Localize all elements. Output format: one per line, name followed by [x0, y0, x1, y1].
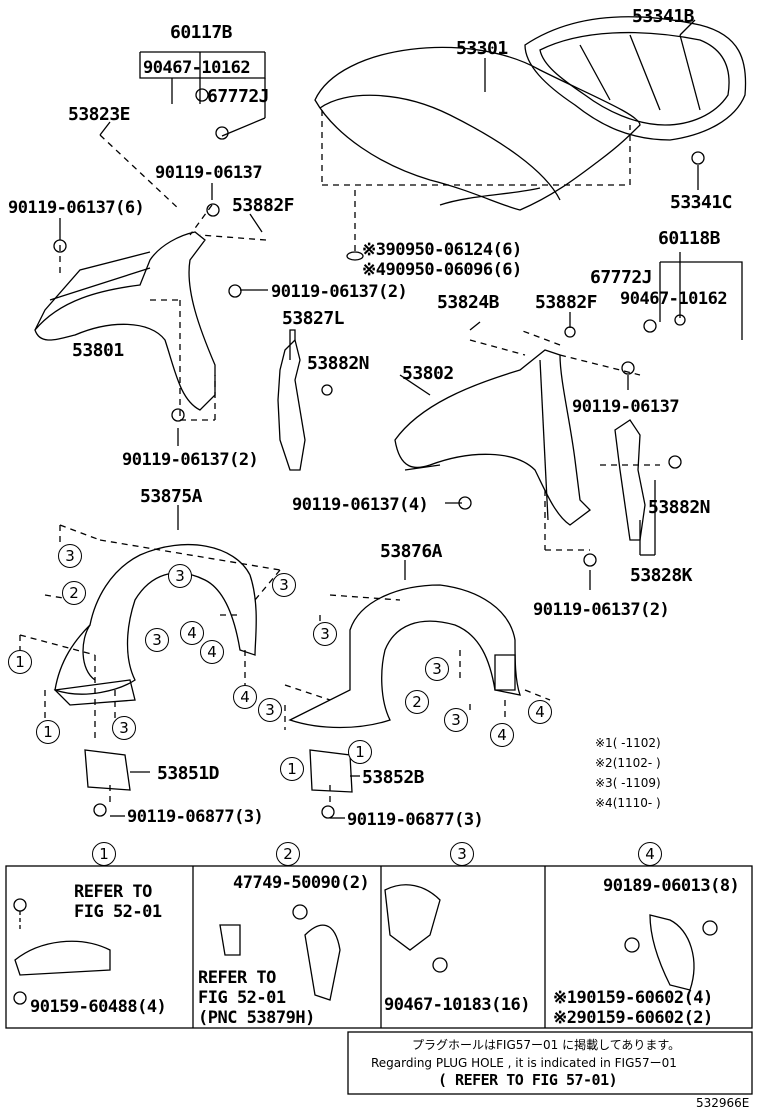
box3-part: 90467-10183(16) — [384, 995, 531, 1015]
part-53882F-right: 53882F — [535, 292, 598, 313]
part-60117B: 60117B — [170, 22, 233, 43]
part-53828K: 53828K — [630, 565, 693, 586]
part-53802: 53802 — [402, 363, 454, 384]
ref-circle-4: 4 — [200, 640, 224, 664]
part-53823E: 53823E — [68, 104, 131, 125]
detail-header-1: 1 — [92, 842, 116, 866]
ref-circle-3: 3 — [258, 698, 282, 722]
part-90119-06137-right: 90119-06137 — [572, 397, 680, 417]
part-53876A: 53876A — [380, 541, 443, 562]
detail-header-3: 3 — [450, 842, 474, 866]
part-490950-06096: ※490950-06096(6) — [362, 260, 522, 280]
deflector-53851D — [84, 749, 131, 791]
hood-insulator-53341B — [524, 16, 747, 141]
part-67772J-right: 67772J — [590, 267, 653, 288]
ref-circle-2: 2 — [405, 690, 429, 714]
leader-lines — [59, 19, 743, 819]
detail-boxes — [5, 865, 753, 1095]
ref-circle-3: 3 — [313, 622, 337, 646]
part-67772J-left: 67772J — [207, 86, 270, 107]
ref-circle-3: 3 — [425, 657, 449, 681]
ref-circle-2: 2 — [62, 581, 86, 605]
part-53301: 53301 — [456, 38, 508, 59]
fender-53801 — [34, 231, 216, 411]
part-53851D: 53851D — [157, 763, 220, 784]
part-53827L: 53827L — [282, 308, 345, 329]
box1-part: 90159-60488(4) — [30, 997, 167, 1017]
ref-circle-1: 1 — [348, 740, 372, 764]
liner-53875A — [53, 543, 257, 706]
fender-53802 — [394, 349, 591, 526]
box2-pnc: (PNC 53879H) — [198, 1008, 315, 1028]
ref-circle-3: 3 — [58, 544, 82, 568]
part-53801: 53801 — [72, 340, 124, 361]
bracket-53827L — [277, 338, 306, 471]
ref-circle-4: 4 — [528, 700, 552, 724]
ref-circle-3: 3 — [112, 716, 136, 740]
box4-part: 90189-06013(8) — [603, 876, 740, 896]
part-90119-06137-2-right: 90119-06137(2) — [533, 600, 670, 620]
ref-circle-3: 3 — [444, 708, 468, 732]
ref-circle-4: 4 — [490, 723, 514, 747]
part-90119-06137-2-bottom: 90119-06137(2) — [122, 450, 259, 470]
box4-part-note1: ※190159-60602(4) — [553, 988, 713, 1008]
ref-circle-1: 1 — [8, 650, 32, 674]
ref-circle-3: 3 — [168, 564, 192, 588]
part-53882N-right: 53882N — [648, 497, 711, 518]
liner-53876A — [288, 584, 521, 729]
footer-japanese-note: プラグホールはFIG57ー01 に掲載してあります。 — [412, 1038, 681, 1052]
part-53882N-left: 53882N — [307, 353, 370, 374]
part-53824B: 53824B — [437, 292, 500, 313]
part-390950-06124: ※390950-06124(6) — [362, 240, 522, 260]
ref-circle-3: 3 — [272, 573, 296, 597]
ref-circle-1: 1 — [36, 720, 60, 744]
box2-fig: FIG 52-01 — [198, 988, 286, 1008]
footer-refer: ( REFER TO FIG 57-01) — [438, 1071, 618, 1089]
box2-part: 47749-50090(2) — [233, 873, 370, 893]
fastener-glyphs — [53, 88, 705, 819]
part-90119-06137-6: 90119-06137(6) — [8, 198, 145, 218]
dashed-guides — [19, 110, 660, 805]
box1-fig: FIG 52-01 — [74, 902, 162, 922]
part-60118B: 60118B — [658, 228, 721, 249]
figure-code: 532966E — [696, 1096, 750, 1110]
part-90467-10162-left: 90467-10162 — [143, 58, 251, 78]
deflector-53852B — [309, 749, 353, 793]
part-53852B: 53852B — [362, 767, 425, 788]
ref-circle-3: 3 — [145, 628, 169, 652]
part-90119-06877-left: 90119-06877(3) — [127, 807, 264, 827]
detail-sketches — [13, 884, 718, 1005]
part-90119-06137-2-left: 90119-06137(2) — [271, 282, 408, 302]
detail-header-4: 4 — [638, 842, 662, 866]
detail-header-2: 2 — [276, 842, 300, 866]
part-90119-06877-right: 90119-06877(3) — [347, 810, 484, 830]
part-53875A: 53875A — [140, 486, 203, 507]
box2-refer-to: REFER TO — [198, 968, 276, 988]
box4-part-note2: ※290159-60602(2) — [553, 1008, 713, 1028]
note-2: ※2(1102- ) — [595, 756, 661, 770]
ref-circle-1: 1 — [280, 757, 304, 781]
part-53882F-left: 53882F — [232, 195, 295, 216]
note-1: ※1( -1102) — [595, 736, 661, 750]
bracket-53828K — [614, 419, 646, 541]
ref-circle-4: 4 — [180, 621, 204, 645]
note-4: ※4(1110- ) — [595, 796, 661, 810]
part-90119-06137-4: 90119-06137(4) — [292, 495, 429, 515]
box1-refer-to: REFER TO — [74, 882, 152, 902]
ref-circle-4: 4 — [233, 685, 257, 709]
hood-53301 — [314, 46, 641, 211]
part-90119-06137-top: 90119-06137 — [155, 163, 263, 183]
note-3: ※3( -1109) — [595, 776, 661, 790]
part-90467-10162-right: 90467-10162 — [620, 289, 728, 309]
part-53341B: 53341B — [632, 6, 695, 27]
part-53341C: 53341C — [670, 192, 733, 213]
footer-english-note: Regarding PLUG HOLE , it is indicated in… — [371, 1056, 677, 1070]
